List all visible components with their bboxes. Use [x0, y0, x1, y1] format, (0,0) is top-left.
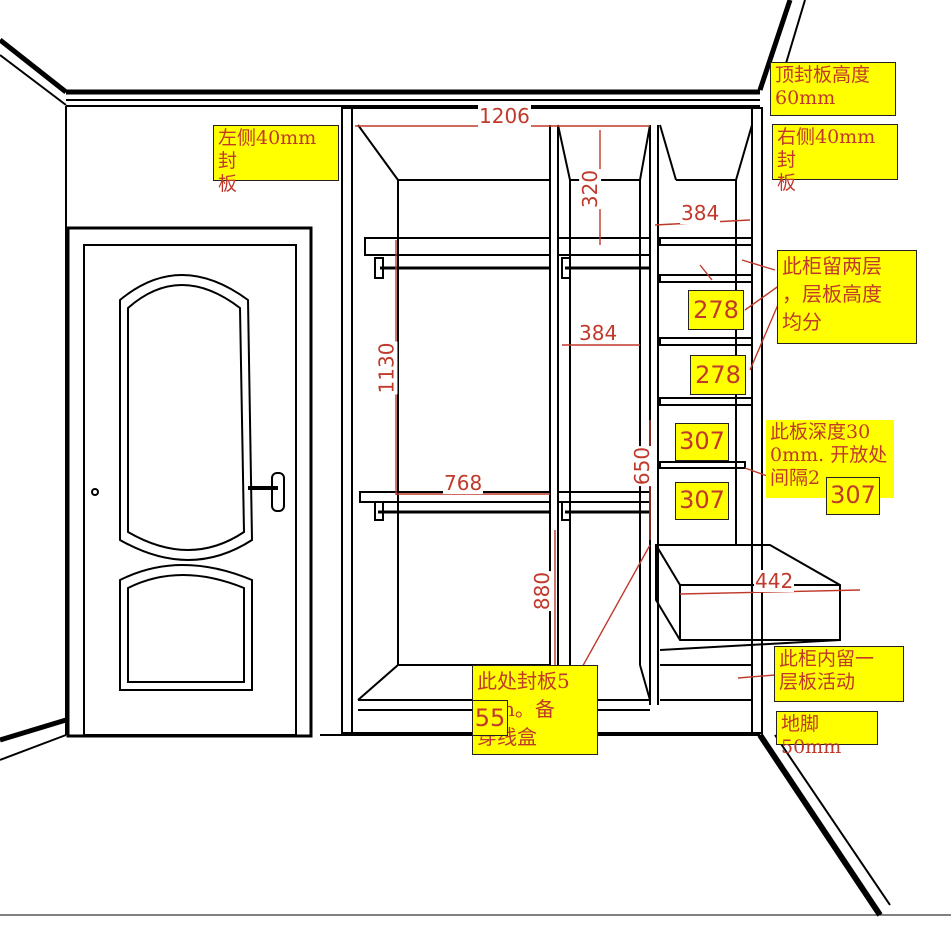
badge-307-c: 307 — [826, 477, 880, 515]
door-panel-upper — [119, 274, 254, 561]
door-handle — [271, 472, 285, 512]
dim-width-total: 1206 — [478, 104, 531, 128]
badge-278-a: 278 — [688, 290, 744, 330]
shelf-top-left — [364, 237, 551, 256]
door-frame — [66, 226, 313, 738]
badge-278-b: 278 — [690, 355, 746, 395]
ceiling-line-right — [757, 0, 793, 91]
note-top-cover: 顶封板高度 60mm — [770, 62, 896, 116]
shelf-mid-left — [359, 491, 551, 503]
ceiling-line-left — [0, 38, 68, 94]
dim-middle-width: 384 — [578, 321, 619, 345]
dim-right-width-top: 384 — [680, 201, 721, 225]
badge-307-b: 307 — [675, 482, 729, 520]
note-two-layers: 此柜留两层 ，层板高度 均分 — [777, 250, 917, 344]
shelf-right-1 — [659, 237, 753, 246]
door-panel-lower — [119, 564, 253, 691]
dim-top-compartment: 320 — [578, 168, 603, 210]
dim-left-width: 768 — [443, 471, 484, 495]
note-one-layer: 此柜内留一 层板活动 — [774, 646, 904, 702]
dim-drawer-442: 442 — [754, 569, 795, 593]
note-base: 地脚50mm — [776, 711, 878, 758]
note-right-cover: 右侧40mm封 板 — [772, 124, 898, 194]
note-left-cover: 左侧40mm封 板 — [213, 125, 339, 195]
badge-307-a: 307 — [675, 423, 729, 461]
dim-right-650: 650 — [630, 445, 655, 487]
badge-55: 55 — [472, 700, 508, 736]
dim-lower-880: 880 — [530, 570, 555, 612]
dim-hang-height: 1130 — [374, 341, 399, 395]
